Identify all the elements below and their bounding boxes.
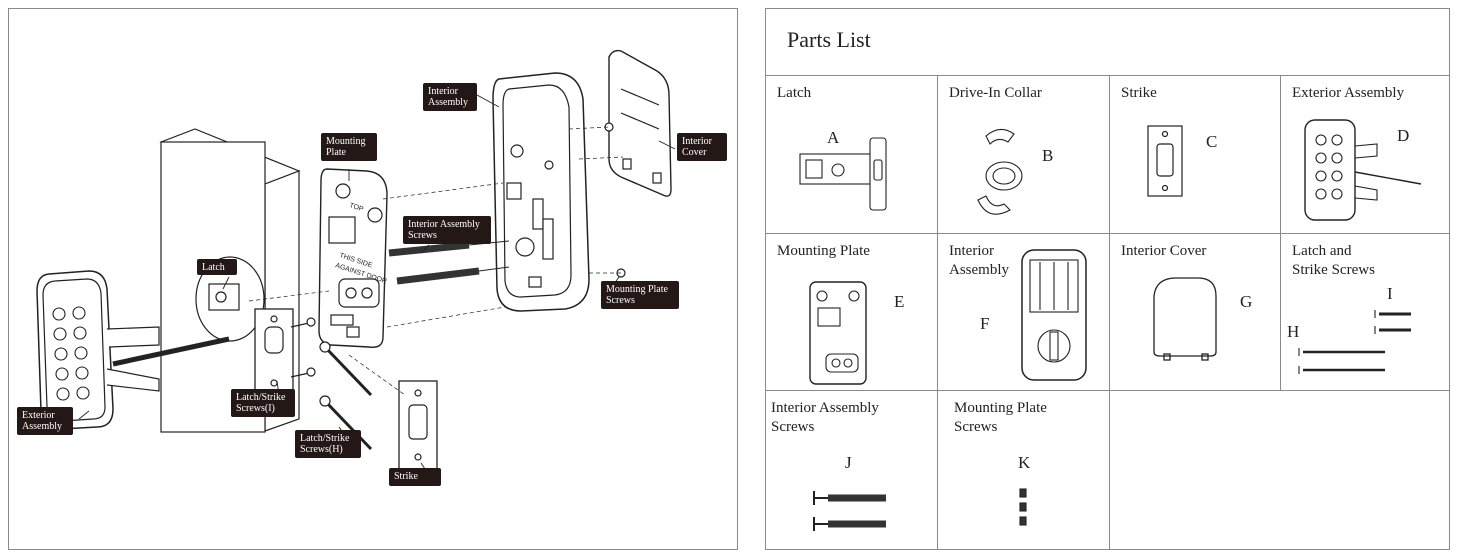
- part-letter: F: [980, 314, 990, 333]
- callout-mounting-plate: Mounting Plate: [321, 133, 377, 161]
- grid-line: [1280, 75, 1281, 391]
- latch-illustration: [208, 283, 240, 311]
- latch-part-icon: [799, 137, 887, 211]
- part-letter: J: [845, 453, 852, 472]
- mounting-plate-illustration: [318, 168, 388, 348]
- callout-interior-cover: Interior Cover: [677, 133, 727, 161]
- interior-cover-illustration: [608, 49, 672, 197]
- interior-assembly-part-icon: [1021, 249, 1087, 381]
- callout-interior-assembly: Interior Assembly: [423, 83, 477, 111]
- interior-cover-part-icon: [1153, 277, 1217, 361]
- part-name: Mounting Plate Screws: [954, 400, 1047, 435]
- grid-line: [937, 75, 938, 549]
- part-name: Mounting Plate: [777, 243, 870, 259]
- drive-in-collar-part-icon: [977, 128, 1023, 215]
- part-letter: E: [894, 292, 905, 311]
- part-name: Interior Assembly: [949, 243, 1009, 278]
- parts-cell-strike: Strike C: [1110, 76, 1280, 233]
- strike-plate-edge: [254, 308, 316, 396]
- part-letter: B: [1042, 146, 1054, 165]
- callout-latch: Latch: [197, 259, 237, 275]
- strike-part-icon: [1147, 125, 1183, 197]
- parts-cell-mounting-plate-screws: Mounting Plate Screws K: [938, 391, 1109, 549]
- callout-latch-strike-screws-i: Latch/Strike Screws(I): [231, 389, 295, 417]
- grid-line: [766, 233, 1449, 234]
- part-letter: G: [1240, 292, 1253, 311]
- mounting-plate-part-icon: [809, 281, 867, 385]
- alignment-lines: [248, 126, 624, 396]
- part-letter: K: [1018, 453, 1031, 472]
- part-name: Interior Cover: [1121, 243, 1207, 259]
- parts-cell-latch: Latch A: [766, 76, 937, 233]
- latch-strike-screws-h-illustration: [319, 341, 373, 451]
- interior-assembly-illustration: [492, 72, 590, 312]
- part-name: Drive-In Collar: [949, 85, 1042, 101]
- grid-line: [766, 75, 1449, 76]
- interior-assembly-screws-part-icon: [813, 491, 886, 531]
- callout-latch-strike-screws-h: Latch/Strike Screws(H): [295, 430, 361, 458]
- exterior-assembly-part-icon: [1304, 119, 1422, 221]
- callout-mounting-plate-screws: Mounting Plate Screws: [601, 281, 679, 309]
- part-name: Exterior Assembly: [1292, 85, 1405, 101]
- part-letter: C: [1206, 132, 1218, 151]
- interior-assembly-screws-illustration: [388, 240, 510, 285]
- part-name: Latch: [777, 85, 812, 101]
- plate-top-text: TOP: [348, 202, 364, 213]
- callout-interior-assembly-screws: Interior Assembly Screws: [403, 216, 491, 244]
- callout-exterior-assembly: Exterior Assembly: [17, 407, 73, 435]
- strike-illustration: [398, 380, 438, 470]
- parts-cell-latch-and-strike-screws: Latch and Strike Screws I H: [1281, 234, 1449, 390]
- part-letter: I: [1387, 284, 1393, 303]
- parts-cell-mounting-plate: Mounting Plate E: [766, 234, 937, 390]
- parts-cell-interior-assembly-screws: Interior Assembly Screws J: [766, 391, 937, 549]
- parts-cell-exterior-assembly: Exterior Assembly D: [1281, 76, 1449, 233]
- grid-line: [1109, 75, 1110, 549]
- part-name: Latch and Strike Screws: [1292, 243, 1375, 278]
- part-letter: H: [1287, 322, 1300, 341]
- parts-cell-interior-assembly: Interior Assembly F: [938, 234, 1109, 390]
- parts-list-title: Parts List: [787, 27, 871, 52]
- part-name: Strike: [1121, 85, 1157, 101]
- parts-list-panel: Parts List Latch A Drive-In Collar B Str…: [765, 8, 1450, 550]
- part-letter: D: [1397, 126, 1410, 145]
- mounting-plate-screws-part-icon: [1019, 488, 1027, 526]
- part-letter: A: [827, 128, 840, 147]
- callout-strike: Strike: [389, 468, 441, 486]
- exploded-diagram-panel: TOP THIS SIDE AGAINST DOOR Interior Asse…: [8, 8, 738, 550]
- latch-strike-screws-part-icon: [1298, 310, 1411, 374]
- grid-line: [1109, 390, 1449, 391]
- exploded-diagram: TOP THIS SIDE AGAINST DOOR: [36, 49, 676, 476]
- parts-cell-interior-cover: Interior Cover G: [1110, 234, 1280, 390]
- parts-cell-drive-in-collar: Drive-In Collar B: [938, 76, 1109, 233]
- part-name: Interior Assembly Screws: [771, 400, 879, 435]
- exterior-keypad-illustration: [36, 270, 230, 430]
